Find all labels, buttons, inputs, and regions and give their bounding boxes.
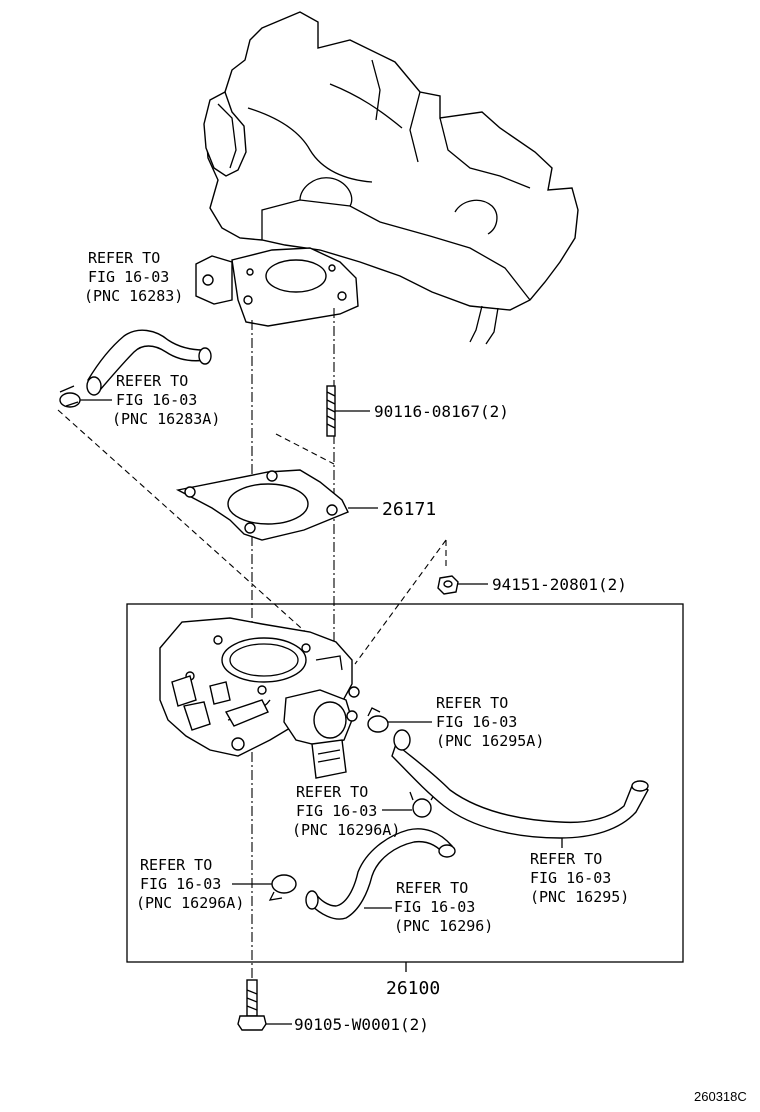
clamp-16296A-left	[268, 874, 297, 901]
ref-label-16296: REFER TO FIG 16-03 (PNC 16296)	[394, 879, 493, 935]
svg-text:FIG 16-03: FIG 16-03	[88, 268, 169, 286]
svg-text:FIG 16-03: FIG 16-03	[296, 802, 377, 820]
svg-text:FIG 16-03: FIG 16-03	[140, 875, 221, 893]
svg-text:REFER TO: REFER TO	[116, 372, 188, 390]
ref-label-16296A-mid: REFER TO FIG 16-03 (PNC 16296A)	[292, 783, 400, 839]
upper-hose	[86, 329, 212, 396]
svg-text:FIG 16-03: FIG 16-03	[116, 391, 197, 409]
part-number-stud: 90116-08167(2)	[374, 402, 509, 421]
ref-label-16295: REFER TO FIG 16-03 (PNC 16295)	[530, 850, 629, 906]
svg-text:FIG 16-03: FIG 16-03	[436, 713, 517, 731]
assembly-frame	[126, 603, 684, 963]
svg-text:REFER TO: REFER TO	[530, 850, 602, 868]
svg-text:(PNC 16283): (PNC 16283)	[84, 287, 183, 305]
svg-text:(PNC 16295): (PNC 16295)	[530, 888, 629, 906]
svg-text:(PNC 16296A): (PNC 16296A)	[292, 821, 400, 839]
gasket	[175, 469, 349, 541]
ref-label-16283: REFER TO FIG 16-03 (PNC 16283)	[84, 249, 183, 305]
intake-manifold-drawing	[195, 11, 579, 345]
svg-text:REFER TO: REFER TO	[436, 694, 508, 712]
illustration-code: 260318C	[694, 1089, 747, 1104]
ref-label-16283A: REFER TO FIG 16-03 (PNC 16283A)	[112, 372, 220, 428]
upper-hose-clamp	[59, 385, 81, 408]
ref-label-16296A-left: REFER TO FIG 16-03 (PNC 16296A)	[136, 856, 244, 912]
svg-text:REFER TO: REFER TO	[88, 249, 160, 267]
bolt	[237, 979, 267, 1031]
svg-text:FIG 16-03: FIG 16-03	[394, 898, 475, 916]
part-number-gasket: 26171	[382, 499, 436, 520]
alignment-lines	[57, 308, 447, 1000]
part-number-bolt: 90105-W0001(2)	[294, 1015, 429, 1034]
svg-text:(PNC 16296A): (PNC 16296A)	[136, 894, 244, 912]
svg-text:FIG 16-03: FIG 16-03	[530, 869, 611, 887]
svg-text:(PNC 16283A): (PNC 16283A)	[112, 410, 220, 428]
ref-label-16295A: REFER TO FIG 16-03 (PNC 16295A)	[436, 694, 544, 750]
nut	[437, 575, 459, 595]
part-number-nut: 94151-20801(2)	[492, 575, 627, 594]
svg-text:REFER TO: REFER TO	[296, 783, 368, 801]
clamp-16295A	[367, 707, 389, 733]
throttle-body	[159, 617, 360, 779]
svg-text:(PNC 16295A): (PNC 16295A)	[436, 732, 544, 750]
svg-text:REFER TO: REFER TO	[140, 856, 212, 874]
svg-text:(PNC 16296): (PNC 16296)	[394, 917, 493, 935]
hose-16296	[305, 828, 456, 920]
hose-16295	[391, 729, 649, 839]
part-number-assembly: 26100	[386, 978, 440, 999]
leader-lines	[80, 399, 563, 1025]
svg-text:REFER TO: REFER TO	[396, 879, 468, 897]
stud	[326, 385, 336, 437]
